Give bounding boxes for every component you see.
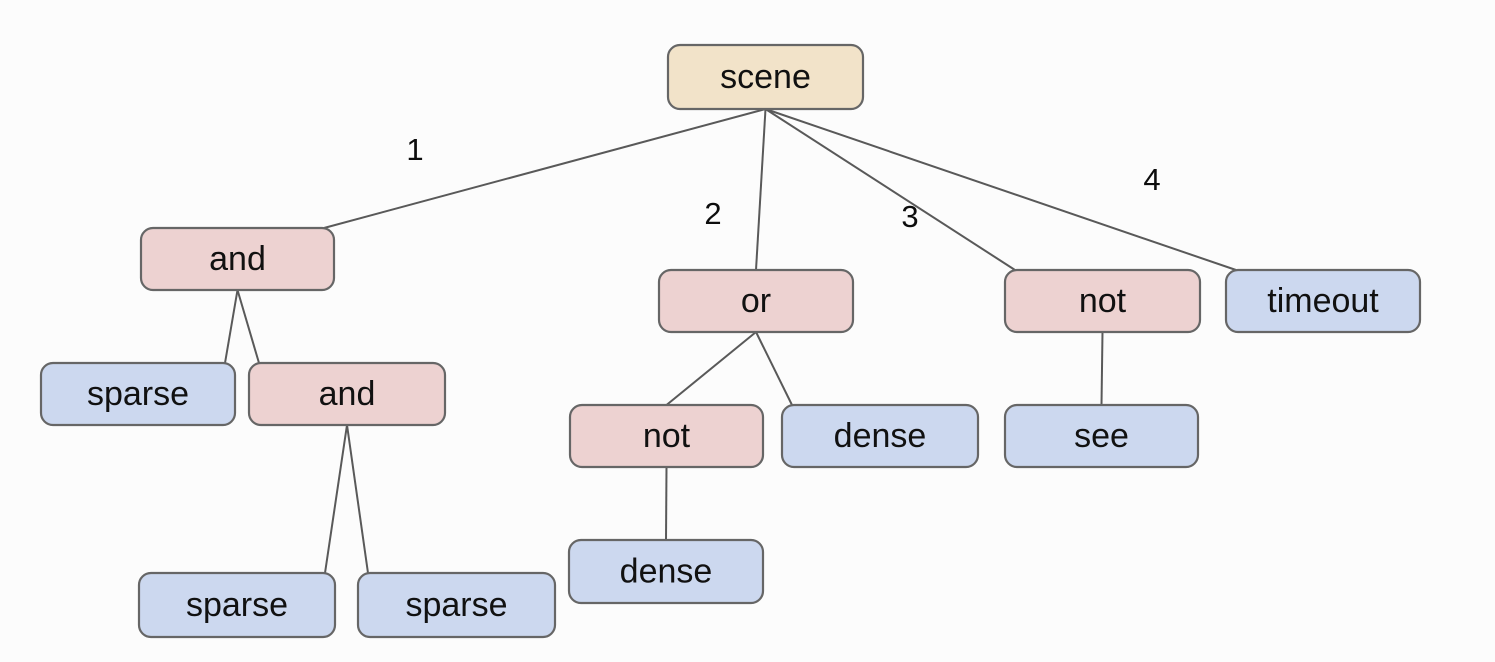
node-box-dense2[interactable]	[567, 538, 765, 605]
tree-node-dense1[interactable]: dense	[780, 403, 980, 469]
node-label-dense1: dense	[834, 417, 927, 455]
tree-edge-and1-to-sparse1	[224, 289, 239, 364]
node-label-timeout1: timeout	[1267, 282, 1379, 320]
edge-labels-layer: 1 2 3 4	[406, 132, 1160, 234]
tree-edge-and2-to-sparse2	[324, 424, 348, 574]
node-box-and1[interactable]	[139, 226, 336, 292]
node-box-see1[interactable]	[1003, 403, 1200, 469]
tree-edge-and1-to-and2	[236, 289, 260, 364]
node-label-and2: and	[319, 375, 376, 413]
node-box-sparse1[interactable]	[39, 361, 237, 427]
edge-label-4: 4	[1143, 162, 1160, 197]
tree-node-sparse3[interactable]: sparse	[356, 571, 557, 639]
node-box-scene[interactable]	[666, 43, 865, 111]
tree-edge-scene-to-or1	[755, 108, 767, 271]
tree-edge-not2-to-see1	[1100, 331, 1104, 406]
tree-edge-scene-to-timeout1	[765, 108, 1237, 271]
tree-node-sparse2[interactable]: sparse	[137, 571, 337, 639]
node-box-or1[interactable]	[657, 268, 855, 334]
nodes-layer: scene and sparse and sparse sparse or not dense d…	[39, 43, 1422, 639]
node-label-scene: scene	[720, 58, 811, 96]
tree-node-and1[interactable]: and	[139, 226, 336, 292]
node-label-see1: see	[1074, 417, 1129, 455]
edges-layer	[224, 108, 1237, 574]
tree-node-sparse1[interactable]: sparse	[39, 361, 237, 427]
node-box-timeout1[interactable]	[1224, 268, 1422, 334]
node-label-sparse1: sparse	[87, 375, 189, 413]
tree-node-scene[interactable]: scene	[666, 43, 865, 111]
node-label-not1: not	[643, 417, 691, 455]
node-label-not2: not	[1079, 282, 1127, 320]
node-box-sparse2[interactable]	[137, 571, 337, 639]
node-box-not1[interactable]	[568, 403, 765, 469]
tree-node-timeout1[interactable]: timeout	[1224, 268, 1422, 334]
tree-edge-scene-to-and1	[323, 108, 766, 229]
node-label-or1: or	[741, 282, 771, 320]
node-box-and2[interactable]	[247, 361, 447, 427]
tree-edge-scene-to-not2	[764, 108, 1016, 271]
tree-edge-not1-to-dense2	[665, 466, 668, 541]
edge-label-3: 3	[901, 199, 918, 234]
tree-edge-and2-to-sparse3	[346, 424, 369, 574]
edge-label-2: 2	[704, 196, 721, 231]
node-box-dense1[interactable]	[780, 403, 980, 469]
edge-label-1: 1	[406, 132, 423, 167]
node-box-sparse3[interactable]	[356, 571, 557, 639]
tree-edge-or1-to-not1	[665, 331, 757, 406]
node-label-and1: and	[209, 240, 266, 278]
node-box-not2[interactable]	[1003, 268, 1202, 334]
tree-node-dense2[interactable]: dense	[567, 538, 765, 605]
node-label-sparse3: sparse	[405, 586, 507, 624]
tree-node-or1[interactable]: or	[657, 268, 855, 334]
node-label-dense2: dense	[620, 552, 713, 590]
tree-node-not1[interactable]: not	[568, 403, 765, 469]
tree-edge-or1-to-dense1	[755, 331, 793, 406]
tree-node-not2[interactable]: not	[1003, 268, 1202, 334]
tree-node-and2[interactable]: and	[247, 361, 447, 427]
tree-node-see1[interactable]: see	[1003, 403, 1200, 469]
node-label-sparse2: sparse	[186, 586, 288, 624]
